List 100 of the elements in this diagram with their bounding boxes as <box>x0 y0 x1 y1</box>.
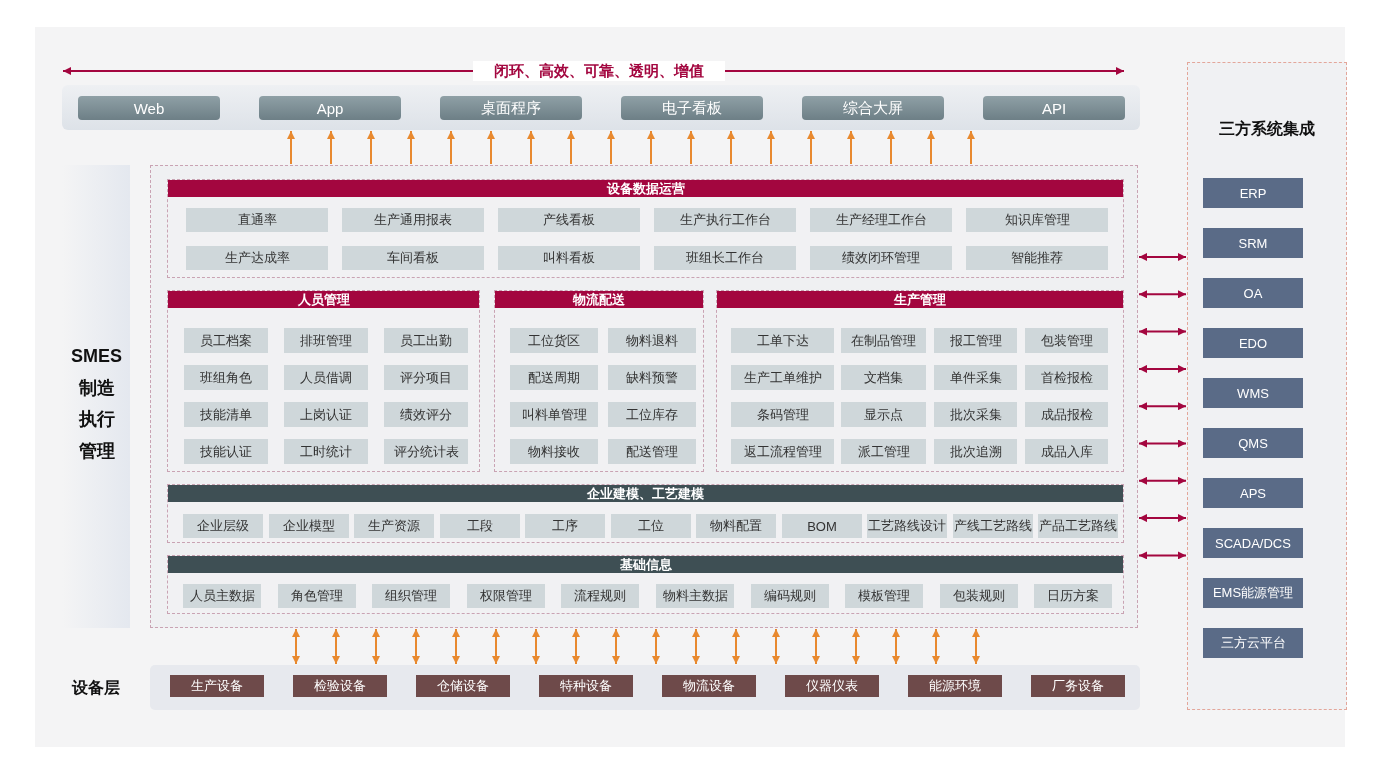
section-header: 生产管理 <box>717 291 1123 308</box>
section-panel <box>167 179 1124 278</box>
module-box: 工艺路线设计 <box>867 514 947 538</box>
arrow <box>412 628 420 665</box>
system-box: EMS能源管理 <box>1203 578 1303 608</box>
module-box: 文档集 <box>841 365 926 390</box>
module-box: 在制品管理 <box>841 328 926 353</box>
arrow <box>1138 253 1187 261</box>
channel-button: 桌面程序 <box>440 96 582 120</box>
section-panel <box>494 290 704 472</box>
module-box: 物料退料 <box>608 328 696 353</box>
module-box: 流程规则 <box>561 584 639 608</box>
device-tag: 物流设备 <box>662 675 756 697</box>
arrow <box>292 628 300 665</box>
arrow <box>492 628 500 665</box>
device-tag: 仪器仪表 <box>785 675 879 697</box>
module-box: BOM <box>782 514 862 538</box>
module-box: 组织管理 <box>372 584 450 608</box>
arrow <box>732 628 740 665</box>
module-box: 物料配置 <box>696 514 776 538</box>
arrow <box>1138 402 1187 411</box>
section-header: 基础信息 <box>168 556 1123 573</box>
module-box: 产线看板 <box>498 208 640 232</box>
arrow <box>607 130 615 165</box>
module-box: 产品工艺路线 <box>1038 514 1118 538</box>
module-box: 单件采集 <box>934 365 1017 390</box>
module-box: 生产经理工作台 <box>810 208 952 232</box>
section-panel <box>167 290 480 472</box>
module-box: 绩效评分 <box>384 402 468 427</box>
module-box: 生产执行工作台 <box>654 208 796 232</box>
arrow <box>452 628 460 665</box>
module-box: 工单下达 <box>731 328 834 353</box>
arrow <box>652 628 660 665</box>
module-box: 评分项目 <box>384 365 468 390</box>
section-header: 设备数据运营 <box>168 180 1123 197</box>
module-box: 技能认证 <box>184 439 268 464</box>
module-box: 编码规则 <box>751 584 829 608</box>
module-box: 员工出勤 <box>384 328 468 353</box>
module-box: 上岗认证 <box>284 402 368 427</box>
section-panel <box>167 555 1124 614</box>
arrow <box>1138 290 1187 299</box>
module-box: 直通率 <box>186 208 328 232</box>
arrow <box>287 130 295 165</box>
module-box: 叫料单管理 <box>510 402 598 427</box>
arrow <box>1138 551 1187 560</box>
section-header: 人员管理 <box>168 291 479 308</box>
device-tag: 生产设备 <box>170 675 264 697</box>
arrow <box>767 130 775 165</box>
arrow <box>612 628 620 665</box>
arrow <box>967 130 975 165</box>
system-box: OA <box>1203 278 1303 308</box>
device-tag: 仓储设备 <box>416 675 510 697</box>
slogan-text: 闭环、高效、可靠、透明、增值 <box>473 61 725 81</box>
arrow <box>1138 327 1187 336</box>
module-box: 包装规则 <box>940 584 1018 608</box>
module-box: 企业模型 <box>269 514 349 538</box>
arrow <box>812 628 820 665</box>
module-box: 批次采集 <box>934 402 1017 427</box>
module-box: 技能清单 <box>184 402 268 427</box>
module-box: 返工流程管理 <box>731 439 834 464</box>
device-tag: 检验设备 <box>293 675 387 697</box>
arrow <box>1138 514 1187 523</box>
module-box: 模板管理 <box>845 584 923 608</box>
system-box: ERP <box>1203 178 1303 208</box>
module-box: 员工档案 <box>184 328 268 353</box>
module-box: 角色管理 <box>278 584 356 608</box>
module-box: 显示点 <box>841 402 926 427</box>
module-box: 叫料看板 <box>498 246 640 270</box>
arrow <box>927 130 935 165</box>
arrow <box>892 628 900 665</box>
arrow <box>1138 364 1187 373</box>
module-box: 工位货区 <box>510 328 598 353</box>
module-box: 班组角色 <box>184 365 268 390</box>
module-box: 工序 <box>525 514 605 538</box>
module-box: 知识库管理 <box>966 208 1108 232</box>
arrow <box>1138 439 1187 448</box>
module-box: 物料主数据 <box>656 584 734 608</box>
layer-title: 设备层 <box>70 678 121 698</box>
arrow <box>972 628 980 665</box>
module-box: 生产达成率 <box>186 246 328 270</box>
module-box: 车间看板 <box>342 246 484 270</box>
module-box: 物料接收 <box>510 439 598 464</box>
module-box: 工时统计 <box>284 439 368 464</box>
module-box: 缺料预警 <box>608 365 696 390</box>
module-box: 班组长工作台 <box>654 246 796 270</box>
section-header: 物流配送 <box>495 291 703 308</box>
arrow <box>847 130 855 165</box>
module-box: 派工管理 <box>841 439 926 464</box>
module-box: 生产工单维护 <box>731 365 834 390</box>
module-box: 企业层级 <box>183 514 263 538</box>
system-box: WMS <box>1203 378 1303 408</box>
channel-button: 综合大屏 <box>802 96 944 120</box>
module-box: 评分统计表 <box>384 439 468 464</box>
arrow <box>1138 476 1187 485</box>
module-box: 绩效闭环管理 <box>810 246 952 270</box>
arrow <box>647 130 655 165</box>
arrow <box>852 628 860 665</box>
arrow <box>407 130 415 165</box>
system-box: QMS <box>1203 428 1303 458</box>
arrow <box>807 130 815 165</box>
